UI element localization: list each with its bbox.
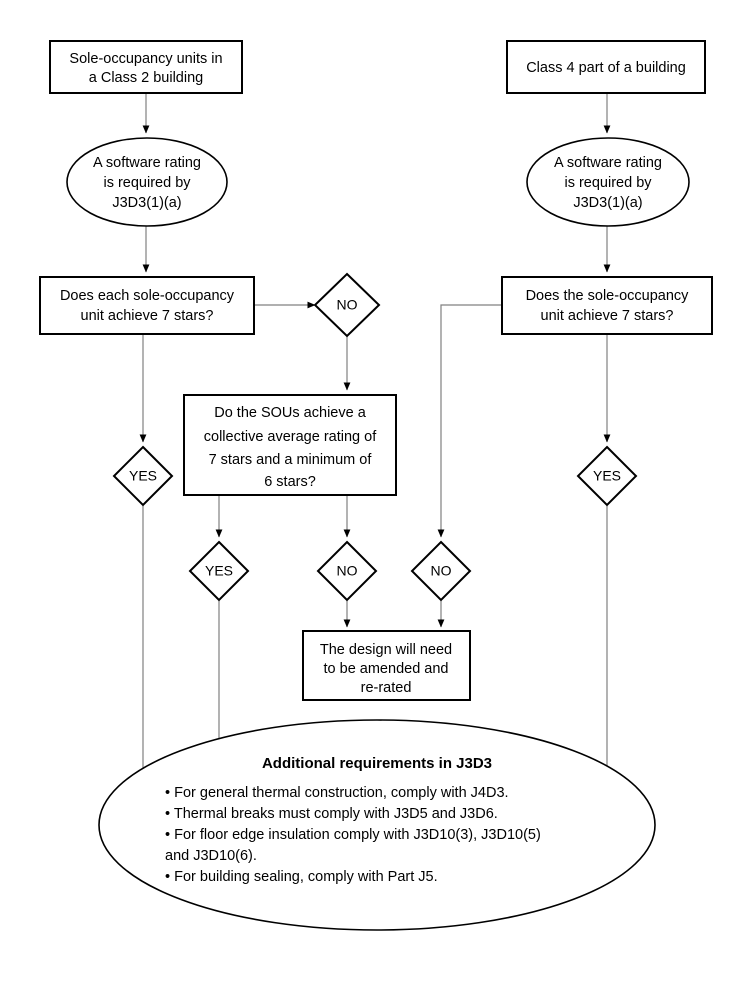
question-right-line2: unit achieve 7 stars? xyxy=(541,308,674,324)
rating-left-line2: is required by xyxy=(103,175,191,191)
yes-left-outer-diamond[interactable] xyxy=(112,445,174,507)
decision-yes-right[interactable]: YES xyxy=(576,445,638,507)
no-right-branch-diamond[interactable] xyxy=(410,540,472,602)
amend-line3: re-rated xyxy=(361,680,412,696)
yes-right-diamond[interactable] xyxy=(576,445,638,507)
start-left-line2: a Class 2 building xyxy=(89,70,203,86)
question-average-line3: 7 stars and a minimum of xyxy=(209,452,373,468)
summary-ellipse[interactable] xyxy=(98,719,656,931)
rating-left-line1: A software rating xyxy=(93,155,201,171)
node-rating-right[interactable]: A software rating is required by J3D3(1)… xyxy=(526,137,690,227)
node-summary[interactable]: Additional requirements in J3D3 • For ge… xyxy=(98,719,656,931)
yes-average-label: YES xyxy=(205,563,233,579)
question-right-box[interactable] xyxy=(501,276,713,335)
node-question-right[interactable]: Does the sole-occupancy unit achieve 7 s… xyxy=(501,276,713,335)
rating-right-line1: A software rating xyxy=(554,155,662,171)
question-average-line1: Do the SOUs achieve a xyxy=(214,405,366,421)
summary-heading: Additional requirements in J3D3 xyxy=(262,755,492,772)
start-right-box[interactable] xyxy=(506,40,706,94)
start-right-line1: Class 4 part of a building xyxy=(526,60,686,76)
rating-left-ellipse[interactable] xyxy=(66,137,228,227)
rating-right-ellipse[interactable] xyxy=(526,137,690,227)
yes-left-outer-label: YES xyxy=(129,468,157,484)
question-average-box[interactable] xyxy=(183,394,397,496)
rating-right-line2: is required by xyxy=(564,175,652,191)
summary-bullet-4: and J3D10(6). xyxy=(165,848,257,864)
summary-bullet-1: • For general thermal construction, comp… xyxy=(165,785,509,801)
node-question-average[interactable]: Do the SOUs achieve a collective average… xyxy=(183,394,397,496)
start-left-line1: Sole-occupancy units in xyxy=(69,51,222,67)
no-left-branch-diamond[interactable] xyxy=(313,272,381,338)
decision-yes-left-outer[interactable]: YES xyxy=(112,445,174,507)
node-start-left[interactable]: Sole-occupancy units in a Class 2 buildi… xyxy=(49,40,243,94)
connector-questionright-to-norightbranch xyxy=(437,304,502,538)
no-average-label: NO xyxy=(337,563,358,579)
question-left-line2: unit achieve 7 stars? xyxy=(81,308,214,324)
question-average-line4: 6 stars? xyxy=(264,474,316,490)
node-rating-left[interactable]: A software rating is required by J3D3(1)… xyxy=(66,137,228,227)
question-left-box[interactable] xyxy=(39,276,255,335)
decision-yes-average[interactable]: YES xyxy=(188,540,250,602)
node-question-left[interactable]: Does each sole-occupancy unit achieve 7 … xyxy=(39,276,255,335)
summary-bullet-5: • For building sealing, comply with Part… xyxy=(165,869,438,885)
decision-no-right-branch[interactable]: NO xyxy=(410,540,472,602)
summary-bullet-2: • Thermal breaks must comply with J3D5 a… xyxy=(165,806,498,822)
question-right-line1: Does the sole-occupancy xyxy=(526,288,690,304)
decision-no-left-branch[interactable]: NO xyxy=(313,272,381,338)
rating-right-line3: J3D3(1)(a) xyxy=(573,195,642,211)
amend-line2: to be amended and xyxy=(324,661,449,677)
node-start-right[interactable]: Class 4 part of a building xyxy=(506,40,706,94)
summary-bullet-3: • For floor edge insulation comply with … xyxy=(165,827,541,843)
no-left-branch-label: NO xyxy=(337,297,358,313)
connector-layer xyxy=(139,93,611,789)
no-right-branch-label: NO xyxy=(431,563,452,579)
yes-right-label: YES xyxy=(593,468,621,484)
start-left-box[interactable] xyxy=(49,40,243,94)
rating-left-line3: J3D3(1)(a) xyxy=(112,195,181,211)
question-left-line1: Does each sole-occupancy xyxy=(60,288,235,304)
node-amend[interactable]: The design will need to be amended and r… xyxy=(302,630,471,701)
amend-box[interactable] xyxy=(302,630,471,701)
yes-average-diamond[interactable] xyxy=(188,540,250,602)
amend-line1: The design will need xyxy=(320,642,452,658)
decision-no-average[interactable]: NO xyxy=(316,540,378,602)
question-average-line2: collective average rating of xyxy=(204,429,377,445)
no-average-diamond[interactable] xyxy=(316,540,378,602)
